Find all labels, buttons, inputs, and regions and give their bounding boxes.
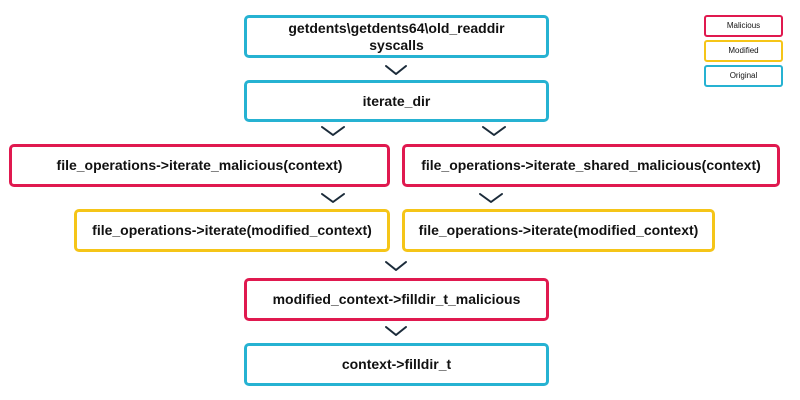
node-iterate-shared-malicious: file_operations->iterate_shared_maliciou… xyxy=(402,144,780,187)
chevron-down-icon xyxy=(385,261,407,271)
node-iterate-modified-left: file_operations->iterate(modified_contex… xyxy=(74,209,390,252)
node-label: file_operations->iterate_malicious(conte… xyxy=(56,157,343,173)
legend-item-malicious: Malicious xyxy=(704,15,783,37)
legend-label: Original xyxy=(729,71,758,80)
legend-item-original: Original xyxy=(704,65,783,87)
chevron-down-icon xyxy=(479,193,503,203)
chevron-down-icon xyxy=(385,326,407,336)
node-filldir: context->filldir_t xyxy=(244,343,549,386)
chevron-down-icon xyxy=(321,193,345,203)
node-label: file_operations->iterate_shared_maliciou… xyxy=(421,157,761,173)
chevron-down-icon xyxy=(321,126,345,136)
node-syscalls: getdents\getdents64\old_readdir syscalls xyxy=(244,15,549,58)
chevron-down-icon xyxy=(385,65,407,75)
legend-item-modified: Modified xyxy=(704,40,783,62)
node-label: file_operations->iterate(modified_contex… xyxy=(92,222,372,238)
node-filldir-malicious: modified_context->filldir_t_malicious xyxy=(244,278,549,321)
node-iterate-malicious: file_operations->iterate_malicious(conte… xyxy=(9,144,390,187)
node-label: context->filldir_t xyxy=(341,356,452,372)
node-iterate-modified-right: file_operations->iterate(modified_contex… xyxy=(402,209,715,252)
legend-label: Modified xyxy=(728,46,759,55)
node-label: iterate_dir xyxy=(362,92,431,109)
node-iterate-dir: iterate_dir xyxy=(244,80,549,122)
legend-label: Malicious xyxy=(726,21,761,30)
node-label: file_operations->iterate(modified_contex… xyxy=(418,222,699,238)
node-label-line2: syscalls xyxy=(369,36,424,53)
node-label: getdents\getdents64\old_readdir xyxy=(288,19,505,36)
node-label: modified_context->filldir_t_malicious xyxy=(272,291,521,307)
chevron-down-icon xyxy=(482,126,506,136)
